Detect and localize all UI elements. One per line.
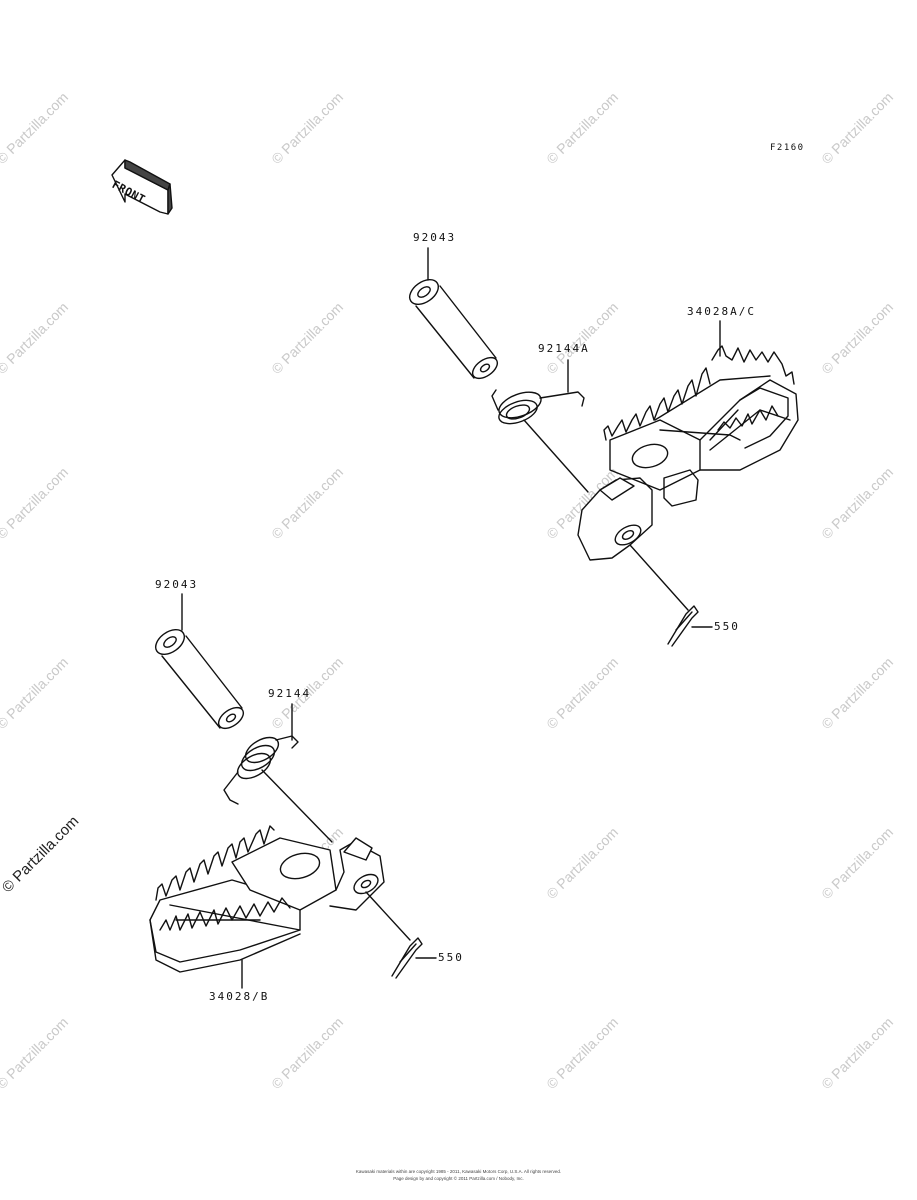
leader-spring-to-peg-lower	[261, 769, 333, 843]
front-arrow-icon	[111, 159, 173, 215]
spring-upper-drawing	[491, 389, 585, 425]
callout-spring-upper: 92144A	[538, 342, 590, 355]
callout-pin-lower: 92043	[155, 578, 199, 591]
callout-spring-lower: 92144	[268, 687, 312, 700]
cotter-upper-drawing	[667, 605, 699, 647]
cotter-lower-drawing	[391, 937, 423, 979]
footpeg-lower-drawing	[149, 825, 385, 973]
figure-code: F2160	[770, 143, 805, 153]
leader-spring-to-peg-upper	[523, 419, 589, 493]
callout-cotter-lower: 550	[438, 951, 464, 964]
callout-cotter-upper: 550	[714, 620, 740, 633]
leader-peg-to-cotter-upper	[629, 544, 689, 611]
callout-pin-upper: 92043	[413, 231, 457, 244]
spring-lower-drawing	[223, 735, 299, 805]
footer-copyright-line2: Page design by and copyright © 2011 Part…	[393, 1176, 524, 1181]
footpeg-upper-drawing	[577, 345, 799, 561]
callout-footpeg-lower: 34028/B	[209, 990, 270, 1003]
footer-copyright-line1: Kawasaki materials within are copyright …	[355, 1169, 562, 1174]
callout-footpeg-upper: 34028A/C	[687, 305, 756, 318]
leader-peg-to-cotter-lower	[365, 891, 411, 941]
pin-lower-drawing	[154, 628, 245, 730]
pin-upper-drawing	[408, 278, 499, 380]
